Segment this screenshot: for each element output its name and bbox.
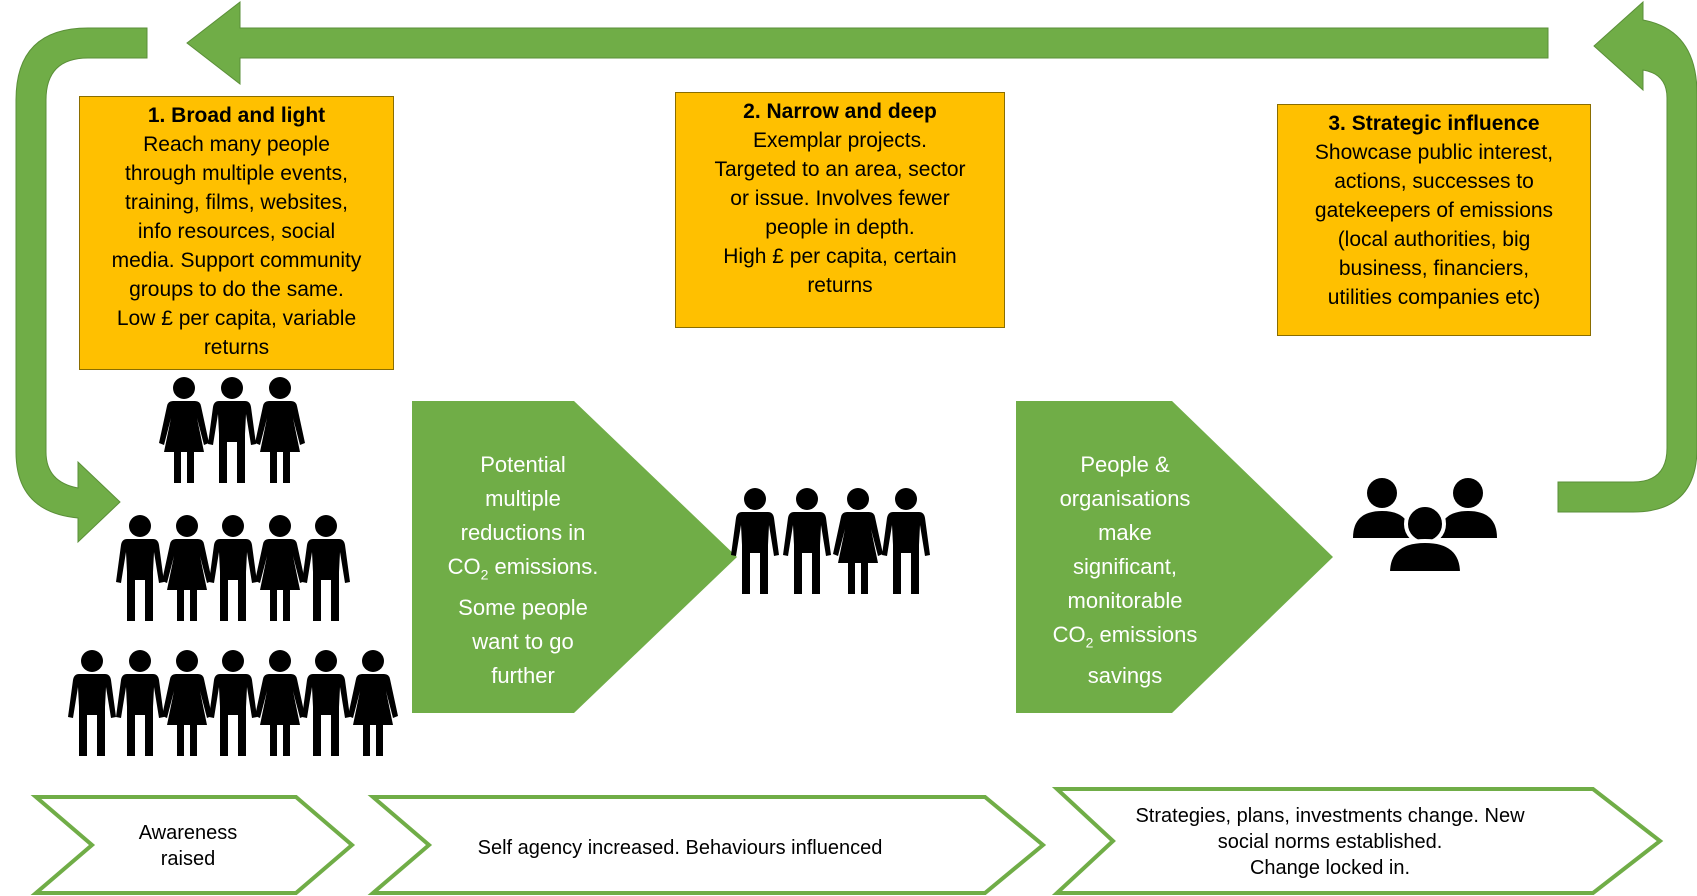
text-line: Targeted to an area, sector xyxy=(714,158,966,181)
box-strategic-influence: 3. Strategic influence Showcase public i… xyxy=(1277,104,1591,336)
pentagon-text-emissions-savings: People & organisations make significant, mon… xyxy=(1020,448,1230,693)
text-line: CO2 emissions. xyxy=(447,554,599,583)
text-line: utilities companies etc) xyxy=(1327,286,1541,309)
person-figure-icon xyxy=(116,515,164,621)
person-figure-icon xyxy=(68,650,116,756)
text-line: savings xyxy=(1087,663,1163,689)
person-figure-icon xyxy=(882,488,930,594)
pentagon-arrow-1 xyxy=(412,401,737,713)
text-line: social norms established. xyxy=(1217,831,1443,853)
text-line: or issue. Involves fewer xyxy=(730,187,950,210)
text-line: business, financiers, xyxy=(1338,257,1530,280)
stage-awareness-raised: Awareness raised xyxy=(88,820,288,872)
text-line: Exemplar projects. xyxy=(753,129,927,152)
stage-strategies-change: Strategies, plans, investments change. N… xyxy=(1080,803,1580,881)
text-line: through multiple events, xyxy=(125,162,348,185)
text-line: (local authorities, big xyxy=(1337,228,1531,251)
text-line: make xyxy=(1098,520,1152,545)
text-line: Strategies, plans, investments change. N… xyxy=(1135,805,1525,827)
text-line: info resources, social xyxy=(137,220,336,243)
text-line: media. Support community xyxy=(111,249,362,272)
text-line: reductions in xyxy=(460,520,586,545)
outcome-chevron-2 xyxy=(367,795,1047,895)
outcome-chevron-1 xyxy=(30,795,356,895)
person-figure-icon xyxy=(208,377,256,483)
text-line: Self agency increased. Behaviours influe… xyxy=(477,837,883,859)
box-title: 3. Strategic influence xyxy=(1328,112,1540,135)
people-group-icon xyxy=(1351,476,1499,575)
text-line: groups to do the same. xyxy=(129,278,344,301)
text-line: significant, xyxy=(1073,554,1177,579)
outcome-chevrons xyxy=(30,787,1664,895)
text-line: Showcase public interest, xyxy=(1314,141,1554,164)
person-figure-icon xyxy=(833,488,883,594)
person-figure-icon xyxy=(209,515,257,621)
person-figure-icon xyxy=(162,515,212,621)
box-body: Showcase public interest, actions, succes… xyxy=(1286,138,1582,312)
text-line: Low £ per capita, variable xyxy=(116,307,357,330)
person-figure-icon xyxy=(302,650,350,756)
person-figure-icon xyxy=(255,377,305,483)
text-line: Change locked in. xyxy=(1249,857,1411,879)
person-figure-icon xyxy=(209,650,257,756)
text-line: actions, successes to xyxy=(1334,170,1534,193)
text-line: CO2 emissions xyxy=(1052,622,1198,651)
text-line: want to go xyxy=(472,629,574,655)
text-line: multiple xyxy=(485,486,561,511)
text-line: training, films, websites, xyxy=(125,191,348,214)
person-figure-icon xyxy=(731,488,779,594)
person-figure-icon xyxy=(783,488,831,594)
box-narrow-and-deep: 2. Narrow and deep Exemplar projects. Tar… xyxy=(675,92,1005,328)
text-line: returns xyxy=(203,336,270,359)
person-figure-icon xyxy=(255,650,305,756)
text-line: monitorable xyxy=(1067,588,1183,613)
pentagon-arrow-2 xyxy=(1016,401,1333,713)
text-line: Potential xyxy=(480,452,566,477)
box-body: Exemplar projects. Targeted to an area, s… xyxy=(684,126,996,300)
text-line: further xyxy=(491,663,555,689)
text-line: organisations xyxy=(1059,486,1191,511)
top-arrow-left xyxy=(186,0,1549,86)
text-line: gatekeepers of emissions xyxy=(1314,199,1554,222)
person-figure-icon xyxy=(302,515,350,621)
person-figure-icon xyxy=(116,650,164,756)
text-line: Awareness xyxy=(138,822,238,844)
right-loop-arrow xyxy=(1557,0,1697,513)
person-figure-icon xyxy=(255,515,305,621)
left-loop-arrow xyxy=(15,27,148,544)
text-line: People & xyxy=(1080,452,1170,477)
text-line: returns xyxy=(807,274,873,297)
stage-transition-arrows xyxy=(412,401,1333,713)
text-line: Reach many people xyxy=(143,133,330,156)
stage-self-agency: Self agency increased. Behaviours influe… xyxy=(420,835,940,861)
person-figure-icon xyxy=(348,650,398,756)
text-line: High £ per capita, certain xyxy=(723,245,957,268)
box-title: 1. Broad and light xyxy=(147,104,326,127)
text-line: Some people xyxy=(458,595,588,621)
person-figure-icon xyxy=(162,650,212,756)
box-title: 2. Narrow and deep xyxy=(743,100,937,123)
outcome-chevron-3 xyxy=(1051,787,1664,895)
box-body: Reach many people through multiple events… xyxy=(88,130,385,362)
box-broad-and-light: 1. Broad and light Reach many people thro… xyxy=(79,96,394,370)
person-figure-icon xyxy=(159,377,209,483)
text-line: people in depth. xyxy=(765,216,915,239)
feedback-loop-arrow xyxy=(15,0,1697,544)
text-line: raised xyxy=(160,848,216,870)
pentagon-text-potential-reductions: Potential multiple reductions in CO2 emissi… xyxy=(418,448,628,693)
